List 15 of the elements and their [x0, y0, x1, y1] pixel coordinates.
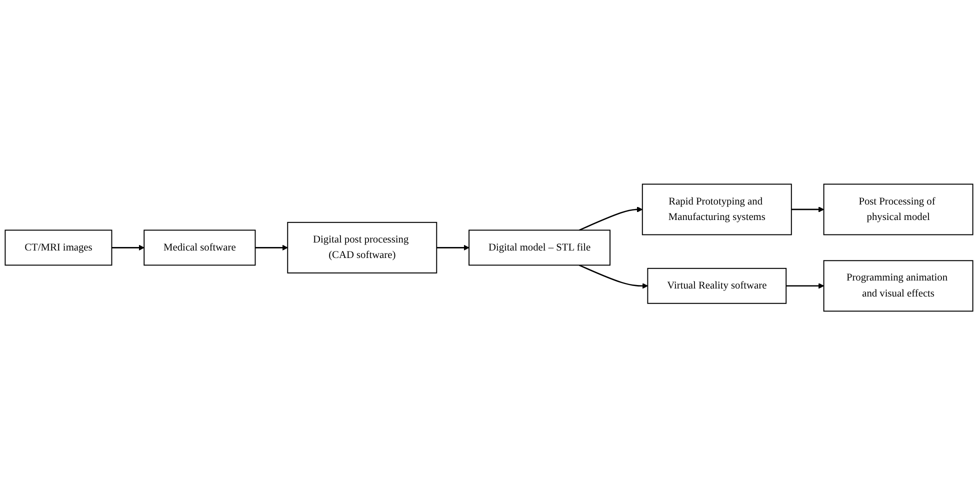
arrow: [578, 264, 648, 290]
arrow: [112, 245, 144, 251]
node-box: Virtual Reality software: [647, 268, 787, 304]
arrow: [791, 206, 824, 213]
arrow: [786, 283, 824, 290]
node-box: Rapid Prototyping and Manufacturing systems: [642, 184, 792, 236]
node-box: Medical software: [144, 230, 256, 266]
node-box: Post Processing of physical model: [823, 184, 974, 236]
arrow: [578, 206, 643, 232]
node-box: Digital post processing (CAD software): [287, 222, 438, 274]
arrow: [436, 245, 470, 251]
node-box: CT/MRI images: [4, 230, 112, 266]
arrow: [255, 245, 288, 251]
node-box: Programming animation and visual effects: [823, 260, 974, 312]
node-box: Digital model – STL file: [468, 230, 610, 266]
